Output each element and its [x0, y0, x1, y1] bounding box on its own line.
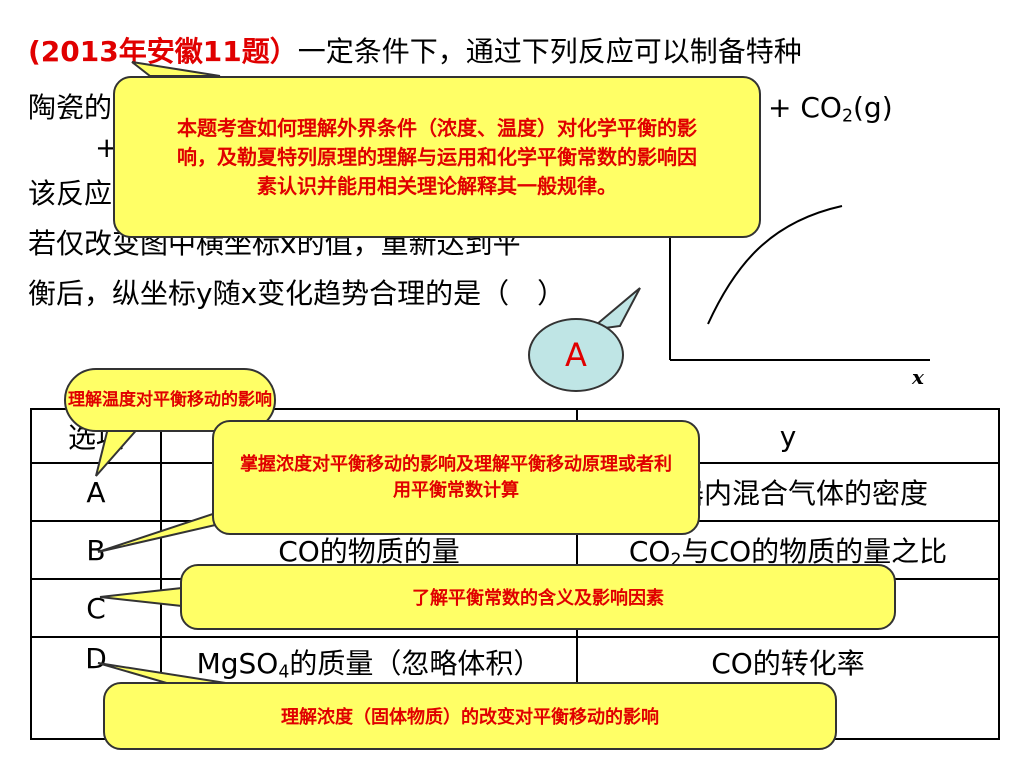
answer-bubble: A [528, 318, 624, 392]
main-callout-tail [131, 61, 221, 77]
reaction-tail-sub: 2 [841, 106, 853, 127]
y-prefix: CO [628, 535, 671, 568]
question-line-4: 该反应 [28, 177, 113, 210]
callout-exam-focus: 本题考查如何理解外界条件（浓度、温度）对化学平衡的影响，及勒夏特列原理的理解与运… [113, 76, 761, 238]
option-label: B [30, 520, 162, 580]
k-callout-tail [99, 586, 183, 608]
reaction-tail-suffix: (g) [853, 91, 893, 124]
x-suffix: 的质量（忽略体积） [289, 647, 542, 680]
callout-solid-substance: 理解浓度（固体物质）的改变对平衡移动的影响 [103, 682, 837, 750]
x-prefix: MgSO [196, 647, 279, 680]
solid-callout-tail [97, 662, 233, 685]
option-label: C [30, 578, 162, 638]
question-line-6: 衡后，纵坐标y随x变化趋势合理的是（ ） [28, 277, 566, 310]
reaction-tail-prefix: + CO [768, 91, 842, 124]
question-line-1: (2013年安徽11题）一定条件下，通过下列反应可以制备特种 [28, 34, 802, 70]
question-text-1: 一定条件下，通过下列反应可以制备特种 [297, 35, 802, 68]
reaction-tail: + CO2(g) [768, 90, 893, 126]
x-sub: 4 [278, 662, 290, 683]
question-line-2: 陶瓷的 [28, 91, 113, 124]
trend-graph: x [669, 205, 930, 389]
callout-concentration: 掌握浓度对平衡移动的影响及理解平衡移动原理或者利用平衡常数计算 [212, 420, 700, 535]
callout-equilibrium-constant: 了解平衡常数的含义及影响因素 [180, 564, 896, 630]
callout-temperature: 理解温度对平衡移动的影响 [64, 368, 276, 432]
source-tag: (2013年安徽11题） [28, 35, 298, 68]
y-sub: 2 [670, 550, 682, 571]
question-line-3: + [95, 131, 119, 164]
y-suffix: 与CO的物质的量之比 [681, 535, 948, 568]
x-axis-label: x [911, 365, 925, 389]
trend-curve [707, 205, 843, 325]
